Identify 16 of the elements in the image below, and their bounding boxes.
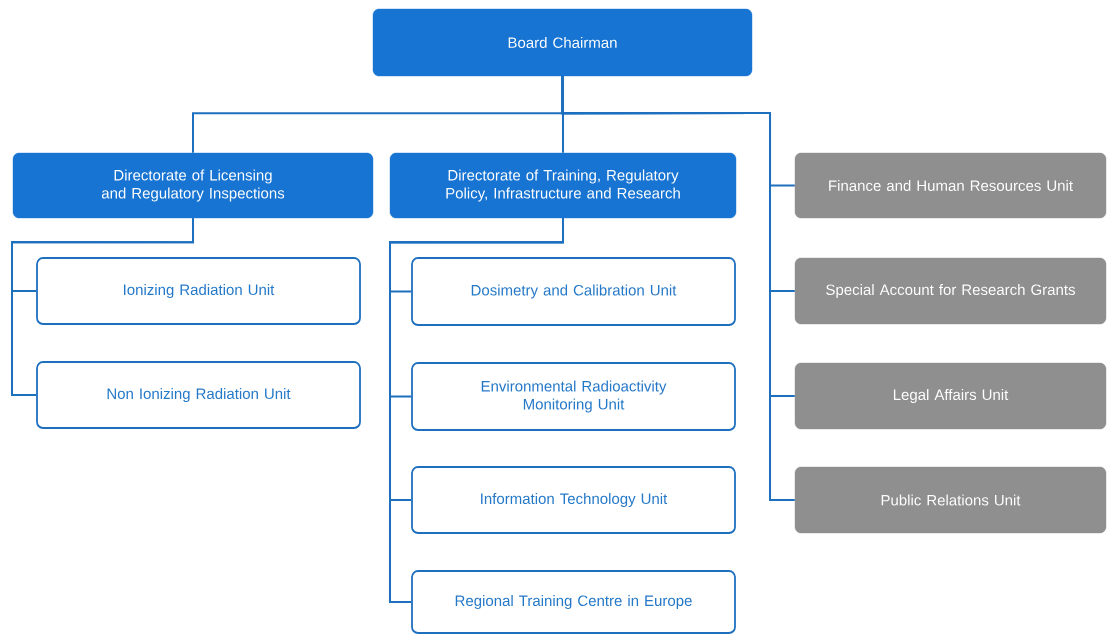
- board-box: Board Chairman: [372, 8, 753, 77]
- unit-box: Finance and Human Resources Unit: [794, 152, 1107, 219]
- unit-box: Environmental Radioactivity Monitoring Unit: [411, 362, 736, 431]
- unit-box: Information Technology Unit: [411, 466, 736, 534]
- unit-box: Ionizing Radiation Unit: [36, 257, 361, 325]
- unit-box: Public Relations Unit: [794, 466, 1107, 534]
- unit-box: Legal Affairs Unit: [794, 362, 1107, 430]
- unit-box: Non Ionizing Radiation Unit: [36, 361, 361, 429]
- connector-line: [389, 217, 564, 603]
- unit-box: Regional Training Centre in Europe: [411, 570, 736, 634]
- directorate-box: Directorate of Licensing and Regulatory Inspections: [12, 152, 374, 219]
- unit-box: Dosimetry and Calibration Unit: [411, 257, 736, 326]
- connector-line: [561, 75, 796, 501]
- unit-box: Special Account for Research Grants: [794, 257, 1107, 325]
- directorate-box: Directorate of Training, Regulatory Policy, Infrastructure and Research: [389, 152, 737, 219]
- connector-line: [11, 217, 194, 396]
